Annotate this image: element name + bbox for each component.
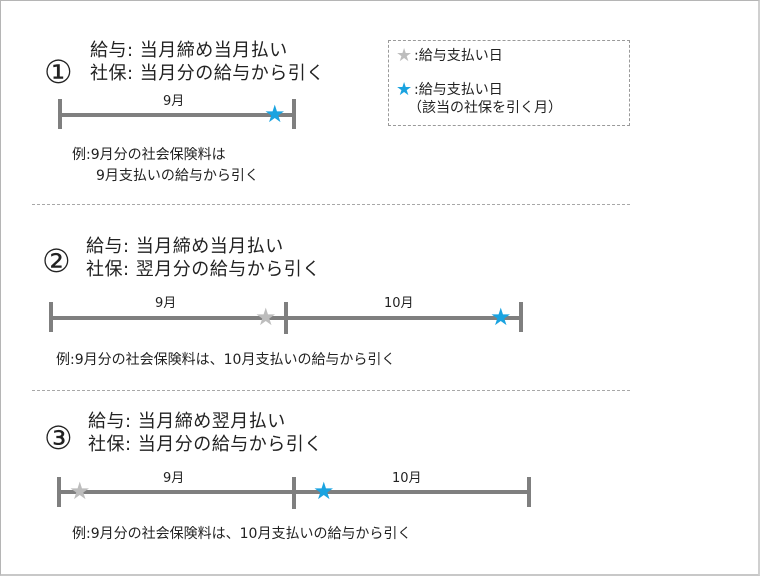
case-3-number: ③ [44, 419, 73, 457]
case-2-salary: 給与: 当月締め当月払い [86, 236, 284, 257]
gray-star-icon: ★ [396, 45, 413, 66]
month-label: 10月 [392, 471, 422, 486]
case-1-salary: 給与: 当月締め当月払い [90, 40, 288, 61]
case-1-insurance: 社保: 当月分の給与から引く [90, 63, 325, 84]
timeline-tick [292, 477, 296, 509]
month-label: 9月 [163, 94, 185, 109]
case-2-number: ② [42, 242, 71, 280]
section-divider [32, 204, 630, 205]
timeline-bar [58, 113, 294, 117]
timeline-tick [519, 302, 523, 332]
case-1-example-cont: 9月支払いの給与から引く [96, 168, 259, 184]
blue-star-icon: ★ [313, 477, 335, 505]
case-3-example: 例:9月分の社会保険料は、10月支払いの給与から引く [72, 526, 412, 542]
legend-blue-note: （該当の社保を引く月） [408, 100, 562, 116]
timeline-tick [292, 99, 296, 129]
month-label: 9月 [163, 471, 185, 486]
blue-star-icon: ★ [264, 100, 286, 128]
case-3-salary: 給与: 当月締め翌月払い [88, 411, 286, 432]
blue-star-icon: ★ [396, 79, 413, 100]
case-2-example: 例:9月分の社会保険料は、10月支払いの給与から引く [56, 352, 396, 368]
gray-star-icon: ★ [255, 303, 277, 331]
legend-gray-label: :給与支払い日 [414, 48, 503, 64]
case-2-insurance: 社保: 翌月分の給与から引く [86, 259, 321, 280]
month-label: 10月 [384, 296, 414, 311]
timeline-tick [284, 302, 288, 334]
month-label: 9月 [155, 296, 177, 311]
gray-star-icon: ★ [69, 477, 91, 505]
blue-star-icon: ★ [490, 303, 512, 331]
case-1-number: ① [44, 53, 73, 91]
case-1-example: 例:9月分の社会保険料は [72, 147, 226, 163]
case-3-insurance: 社保: 当月分の給与から引く [88, 434, 323, 455]
section-divider [32, 390, 630, 391]
legend-box [388, 40, 630, 126]
timeline-tick [527, 477, 531, 507]
legend-blue-label: :給与支払い日 [414, 82, 503, 98]
